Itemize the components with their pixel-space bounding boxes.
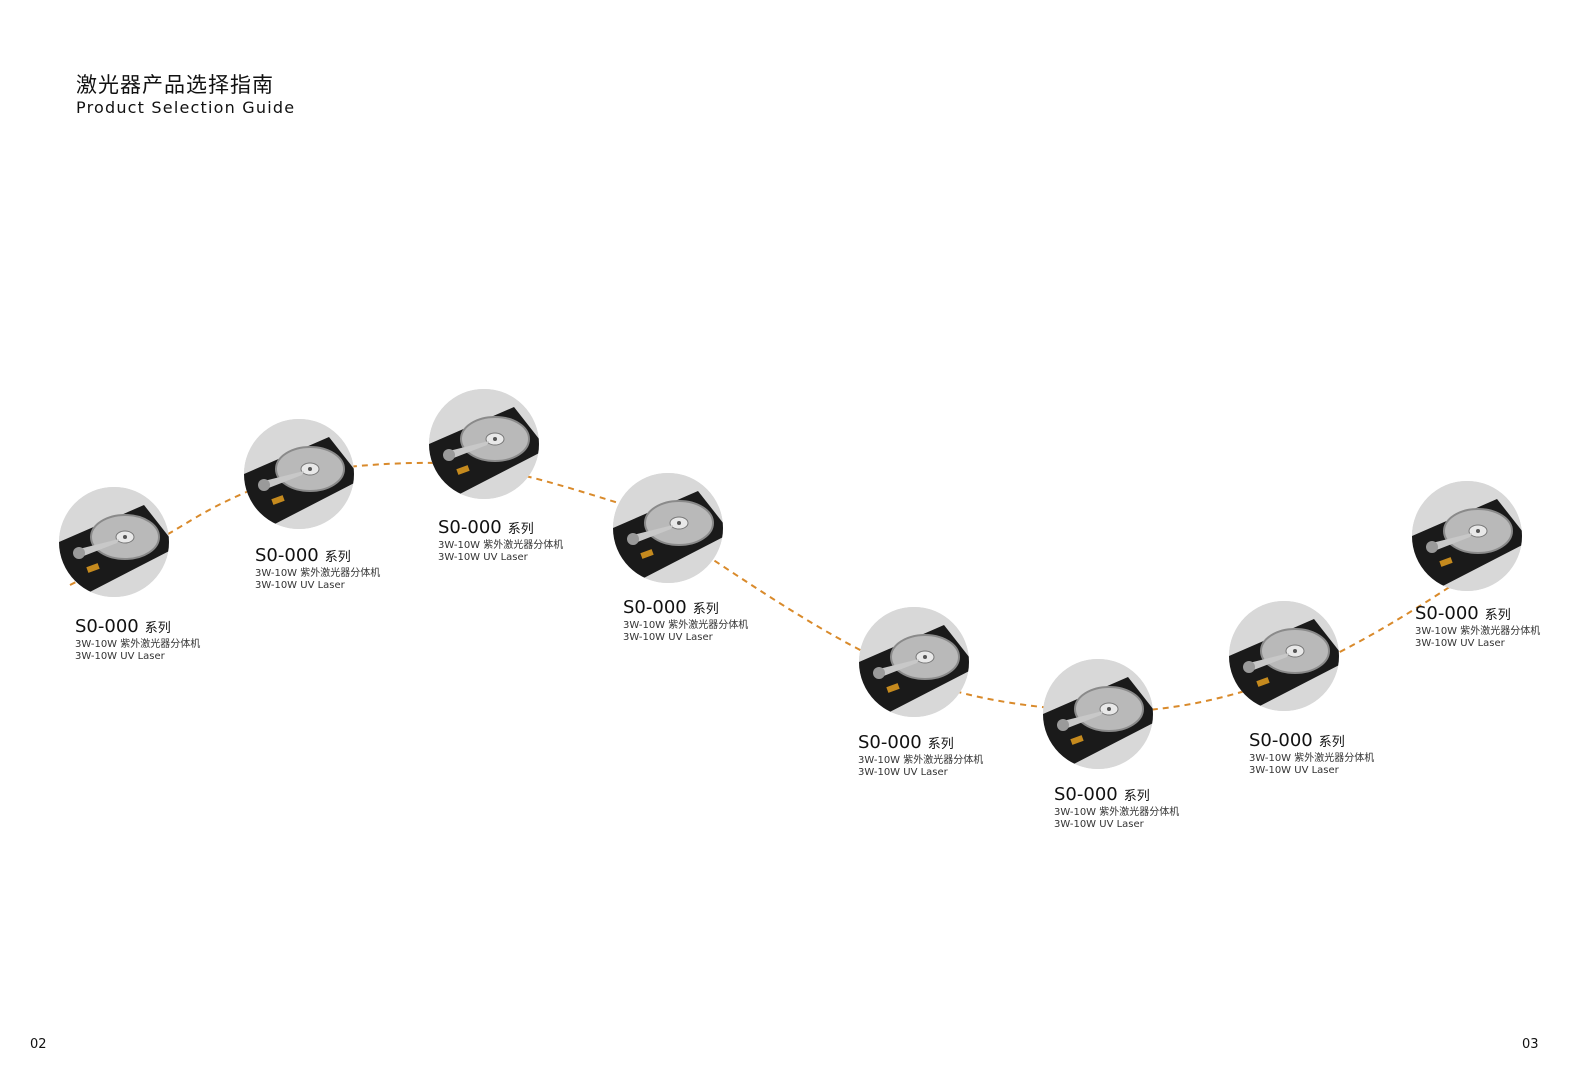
series-suffix: 系列 bbox=[692, 602, 719, 617]
page-number-left: 02 bbox=[30, 1037, 47, 1052]
model-number: S0-000 bbox=[255, 545, 319, 566]
description-en: 3W-10W UV Laser bbox=[75, 651, 165, 662]
series-suffix: 系列 bbox=[507, 522, 534, 537]
series-suffix: 系列 bbox=[1484, 608, 1511, 623]
series-suffix: 系列 bbox=[324, 550, 351, 565]
product-label: S0-000 系列 3W-10W 紫外激光器分体机 3W-10W UV Laser bbox=[1249, 731, 1449, 777]
product-label: S0-000 系列 3W-10W 紫外激光器分体机 3W-10W UV Laser bbox=[1054, 785, 1254, 831]
header: 激光器产品选择指南 Product Selection Guide bbox=[76, 72, 295, 118]
hard-drive-icon bbox=[613, 473, 723, 583]
hard-drive-image bbox=[244, 419, 354, 529]
product-label: S0-000 系列 3W-10W 紫外激光器分体机 3W-10W UV Laser bbox=[75, 617, 275, 663]
description-cn: 3W-10W 紫外激光器分体机 bbox=[1415, 626, 1541, 637]
model-number: S0-000 bbox=[75, 616, 139, 637]
description-cn: 3W-10W 紫外激光器分体机 bbox=[1249, 753, 1375, 764]
description-en: 3W-10W UV Laser bbox=[858, 767, 948, 778]
series-suffix: 系列 bbox=[1318, 735, 1345, 750]
description-en: 3W-10W UV Laser bbox=[623, 632, 713, 643]
description-cn: 3W-10W 紫外激光器分体机 bbox=[623, 620, 749, 631]
product-label: S0-000 系列 3W-10W 紫外激光器分体机 3W-10W UV Laser bbox=[858, 733, 1058, 779]
hard-drive-icon bbox=[429, 389, 539, 499]
series-name: S0-000 系列 bbox=[623, 598, 823, 620]
series-name: S0-000 系列 bbox=[438, 518, 638, 540]
model-number: S0-000 bbox=[1054, 784, 1118, 805]
description-en: 3W-10W UV Laser bbox=[255, 580, 345, 591]
series-name: S0-000 系列 bbox=[1054, 785, 1254, 807]
series-name: S0-000 系列 bbox=[75, 617, 275, 639]
series-suffix: 系列 bbox=[927, 737, 954, 752]
description-cn: 3W-10W 紫外激光器分体机 bbox=[1054, 807, 1180, 818]
hard-drive-image bbox=[429, 389, 539, 499]
description-en: 3W-10W UV Laser bbox=[1249, 765, 1339, 776]
series-suffix: 系列 bbox=[1123, 789, 1150, 804]
hard-drive-image bbox=[613, 473, 723, 583]
description-cn: 3W-10W 紫外激光器分体机 bbox=[75, 639, 201, 650]
page-subtitle: Product Selection Guide bbox=[76, 98, 296, 117]
product-label: S0-000 系列 3W-10W 紫外激光器分体机 3W-10W UV Laser bbox=[255, 546, 455, 592]
hard-drive-icon bbox=[1043, 659, 1153, 769]
series-name: S0-000 系列 bbox=[1415, 604, 1588, 626]
hard-drive-icon bbox=[859, 607, 969, 717]
series-name: S0-000 系列 bbox=[255, 546, 455, 568]
series-name: S0-000 系列 bbox=[1249, 731, 1449, 753]
description-en: 3W-10W UV Laser bbox=[1054, 819, 1144, 830]
model-number: S0-000 bbox=[623, 597, 687, 618]
hard-drive-image bbox=[1412, 481, 1522, 591]
model-number: S0-000 bbox=[858, 732, 922, 753]
product-label: S0-000 系列 3W-10W 紫外激光器分体机 3W-10W UV Laser bbox=[438, 518, 638, 564]
description-cn: 3W-10W 紫外激光器分体机 bbox=[255, 568, 381, 579]
hard-drive-image bbox=[1229, 601, 1339, 711]
series-name: S0-000 系列 bbox=[858, 733, 1058, 755]
hard-drive-image bbox=[1043, 659, 1153, 769]
hard-drive-image bbox=[859, 607, 969, 717]
page-title: 激光器产品选择指南 bbox=[76, 73, 274, 97]
description-cn: 3W-10W 紫外激光器分体机 bbox=[858, 755, 984, 766]
description-en: 3W-10W UV Laser bbox=[1415, 638, 1505, 649]
hard-drive-image bbox=[59, 487, 169, 597]
description-en: 3W-10W UV Laser bbox=[438, 552, 528, 563]
hard-drive-icon bbox=[59, 487, 169, 597]
product-label: S0-000 系列 3W-10W 紫外激光器分体机 3W-10W UV Laser bbox=[1415, 604, 1588, 650]
series-suffix: 系列 bbox=[144, 621, 171, 636]
page-number-right: 03 bbox=[1522, 1037, 1539, 1052]
model-number: S0-000 bbox=[1249, 730, 1313, 751]
description-cn: 3W-10W 紫外激光器分体机 bbox=[438, 540, 564, 551]
product-label: S0-000 系列 3W-10W 紫外激光器分体机 3W-10W UV Laser bbox=[623, 598, 823, 644]
model-number: S0-000 bbox=[438, 517, 502, 538]
hard-drive-icon bbox=[1412, 481, 1522, 591]
model-number: S0-000 bbox=[1415, 603, 1479, 624]
hard-drive-icon bbox=[1229, 601, 1339, 711]
hard-drive-icon bbox=[244, 419, 354, 529]
